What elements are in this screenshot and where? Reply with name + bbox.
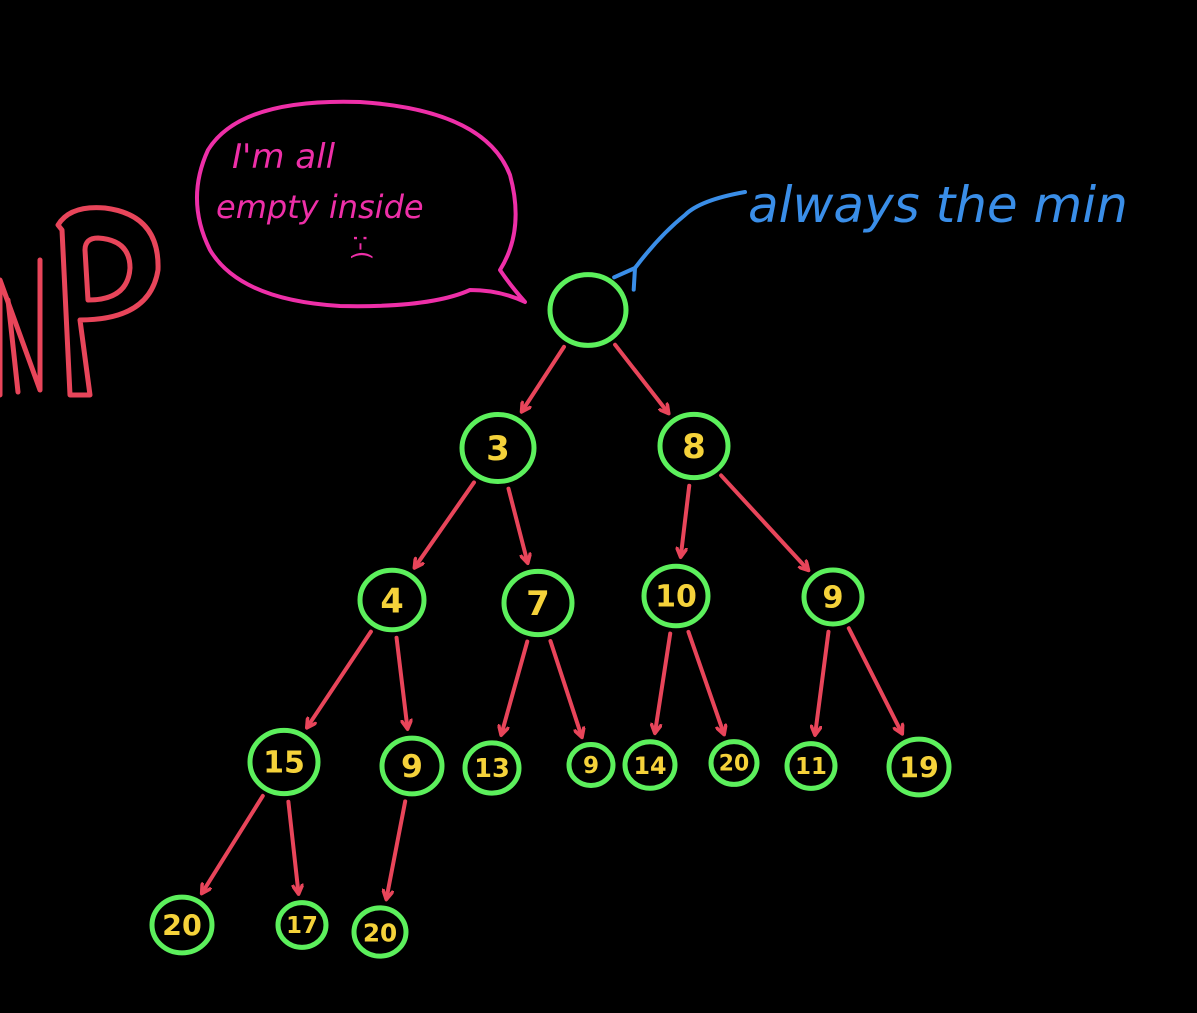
- node-circle: [459, 412, 537, 484]
- node-value: 9: [583, 753, 599, 779]
- node-circle: [247, 727, 321, 797]
- heap-node-root: [547, 272, 629, 348]
- node-circle: [657, 411, 731, 481]
- edges: [202, 342, 902, 899]
- node-value: 14: [633, 752, 666, 780]
- edge-arrow-n8-n9a: [719, 473, 808, 569]
- node-value: 13: [474, 754, 510, 784]
- heap-node-n11: 11: [784, 741, 838, 791]
- heap-node-n13: 13: [462, 740, 522, 796]
- node-value: 11: [795, 754, 827, 780]
- node-value: 9: [822, 581, 843, 616]
- node-circle: [462, 740, 522, 796]
- edge-arrow-root-n8: [613, 342, 668, 413]
- edge-arrow-n4-n15: [307, 629, 373, 727]
- edge-arrow-n4-n9b: [394, 635, 408, 729]
- node-circle: [547, 272, 629, 348]
- node-value: 15: [263, 746, 305, 781]
- node-circle: [622, 739, 678, 791]
- node-value: 10: [655, 580, 697, 615]
- heap-node-n9a: 9: [801, 567, 865, 627]
- heap-node-n19: 19: [886, 736, 952, 798]
- edge-arrow-n10-n14: [655, 631, 673, 733]
- heap-node-n9b: 9: [379, 735, 445, 797]
- speech-bubble-line-2: empty inside: [216, 188, 424, 226]
- nodes: 3 8 4 7 10 9 15 9 13 9 14 20 11 19 20 17 20: [149, 272, 952, 959]
- edge-arrow-n9b-n20c: [386, 799, 408, 898]
- node-value: 20: [162, 910, 202, 943]
- node-value: 8: [682, 427, 706, 467]
- node-value: 9: [401, 749, 423, 785]
- heap-node-n14: 14: [622, 739, 678, 791]
- speech-bubble-line-1: I'm all: [232, 137, 336, 177]
- node-circle: [708, 739, 760, 787]
- node-value: 20: [719, 752, 749, 777]
- node-circle: [566, 742, 616, 788]
- min-annotation: always the min: [612, 176, 1128, 292]
- heap-node-n3: 3: [459, 412, 537, 484]
- heap-node-n8: 8: [657, 411, 731, 481]
- edge-arrow-n15-n20b: [202, 793, 265, 893]
- edge-arrow-n9a-n19: [846, 626, 902, 733]
- node-value: 19: [899, 752, 939, 785]
- heap-node-n4: 4: [357, 567, 427, 633]
- edge-arrow-n15-n17: [286, 799, 298, 893]
- heap-node-n15: 15: [247, 727, 321, 797]
- edge-arrow-n8-n10: [681, 483, 692, 557]
- sad-face: :-(: [348, 234, 376, 260]
- edge-arrow-n10-n20a: [686, 629, 723, 734]
- node-value: 4: [380, 582, 403, 621]
- annotation-label: always the min: [748, 176, 1128, 234]
- node-value: 17: [286, 913, 318, 939]
- node-value: 7: [526, 584, 550, 624]
- heap-node-n20b: 20: [149, 894, 215, 956]
- node-circle: [351, 905, 409, 959]
- node-circle: [801, 567, 865, 627]
- edge-arrow-n7-n13: [501, 639, 530, 735]
- edge-arrow-n7-n9c: [548, 639, 581, 736]
- edge-arrow-n3-n4: [415, 480, 476, 567]
- edge-arrow-root-n3: [522, 344, 566, 411]
- node-circle: [784, 741, 838, 791]
- node-value: 3: [486, 429, 510, 469]
- heap-node-n20a: 20: [708, 739, 760, 787]
- node-value: 20: [363, 919, 397, 948]
- heap-node-n9c: 9: [566, 742, 616, 788]
- edge-arrow-n9a-n11: [815, 629, 831, 735]
- speech-bubble: I'm all empty inside :-(: [195, 99, 527, 309]
- node-circle: [501, 568, 575, 638]
- heap-node-n17: 17: [275, 900, 329, 950]
- heap-node-n10: 10: [641, 563, 711, 629]
- edge-arrow-n3-n7: [506, 486, 527, 563]
- title-fragment: [0, 205, 161, 398]
- node-circle: [357, 567, 427, 633]
- node-circle: [886, 736, 952, 798]
- node-circle: [149, 894, 215, 956]
- node-circle: [275, 900, 329, 950]
- heap-node-n20c: 20: [351, 905, 409, 959]
- heap-node-n7: 7: [501, 568, 575, 638]
- node-circle: [641, 563, 711, 629]
- node-circle: [379, 735, 445, 797]
